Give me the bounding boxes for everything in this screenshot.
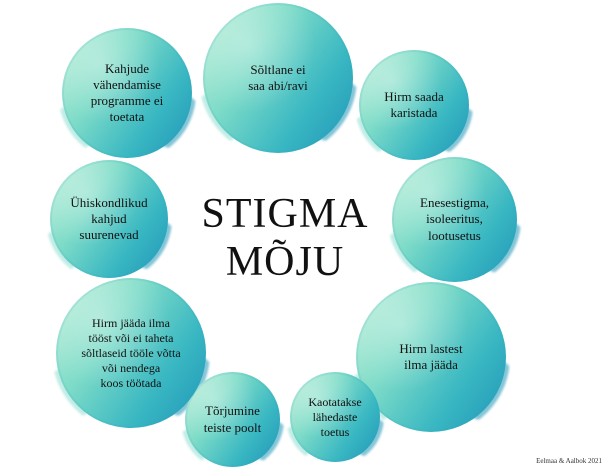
bubble-no-help: Sõltlane ei saa abi/ravi bbox=[203, 3, 353, 153]
bubble-work: Hirm jääda ilma tööst või ei taheta sõlt… bbox=[56, 278, 206, 428]
bubble-social-harm-text: Ühiskondlikud kahjud suurenevad bbox=[70, 194, 148, 243]
diagram-title: STIGMA MÕJU bbox=[201, 191, 369, 286]
bubble-children-text: Hirm lastest ilma jääda bbox=[399, 340, 463, 372]
bubble-social-harm: Ühiskondlikud kahjud suurenevad bbox=[50, 160, 168, 278]
bubble-children: Hirm lastest ilma jääda bbox=[356, 282, 506, 432]
bubble-programmes-text: Kahjude vähendamise programme ei toetata bbox=[90, 60, 164, 125]
bubble-programmes: Kahjude vähendamise programme ei toetata bbox=[62, 28, 192, 158]
bubble-no-help-text: Sõltlane ei saa abi/ravi bbox=[248, 61, 308, 93]
bubble-support-text: Kaotatakse lähedaste toetus bbox=[308, 394, 362, 439]
bubble-rejection-text: Tõrjumine teiste poolt bbox=[203, 403, 262, 435]
bubble-punishment: Hirm saada karistada bbox=[359, 50, 469, 160]
bubble-rejection: Tõrjumine teiste poolt bbox=[185, 372, 280, 467]
bubble-work-text: Hirm jääda ilma tööst või ei taheta sõlt… bbox=[81, 315, 181, 390]
credit-text: Eelmaa & Aalbok 2021 bbox=[536, 457, 602, 465]
bubble-self-stigma-text: Enesestigma, isoleeritus, lootusetus bbox=[420, 195, 489, 243]
bubble-punishment-text: Hirm saada karistada bbox=[384, 88, 444, 120]
bubble-self-stigma: Enesestigma, isoleeritus, lootusetus bbox=[392, 157, 517, 282]
bubble-support: Kaotatakse lähedaste toetus bbox=[290, 372, 380, 462]
